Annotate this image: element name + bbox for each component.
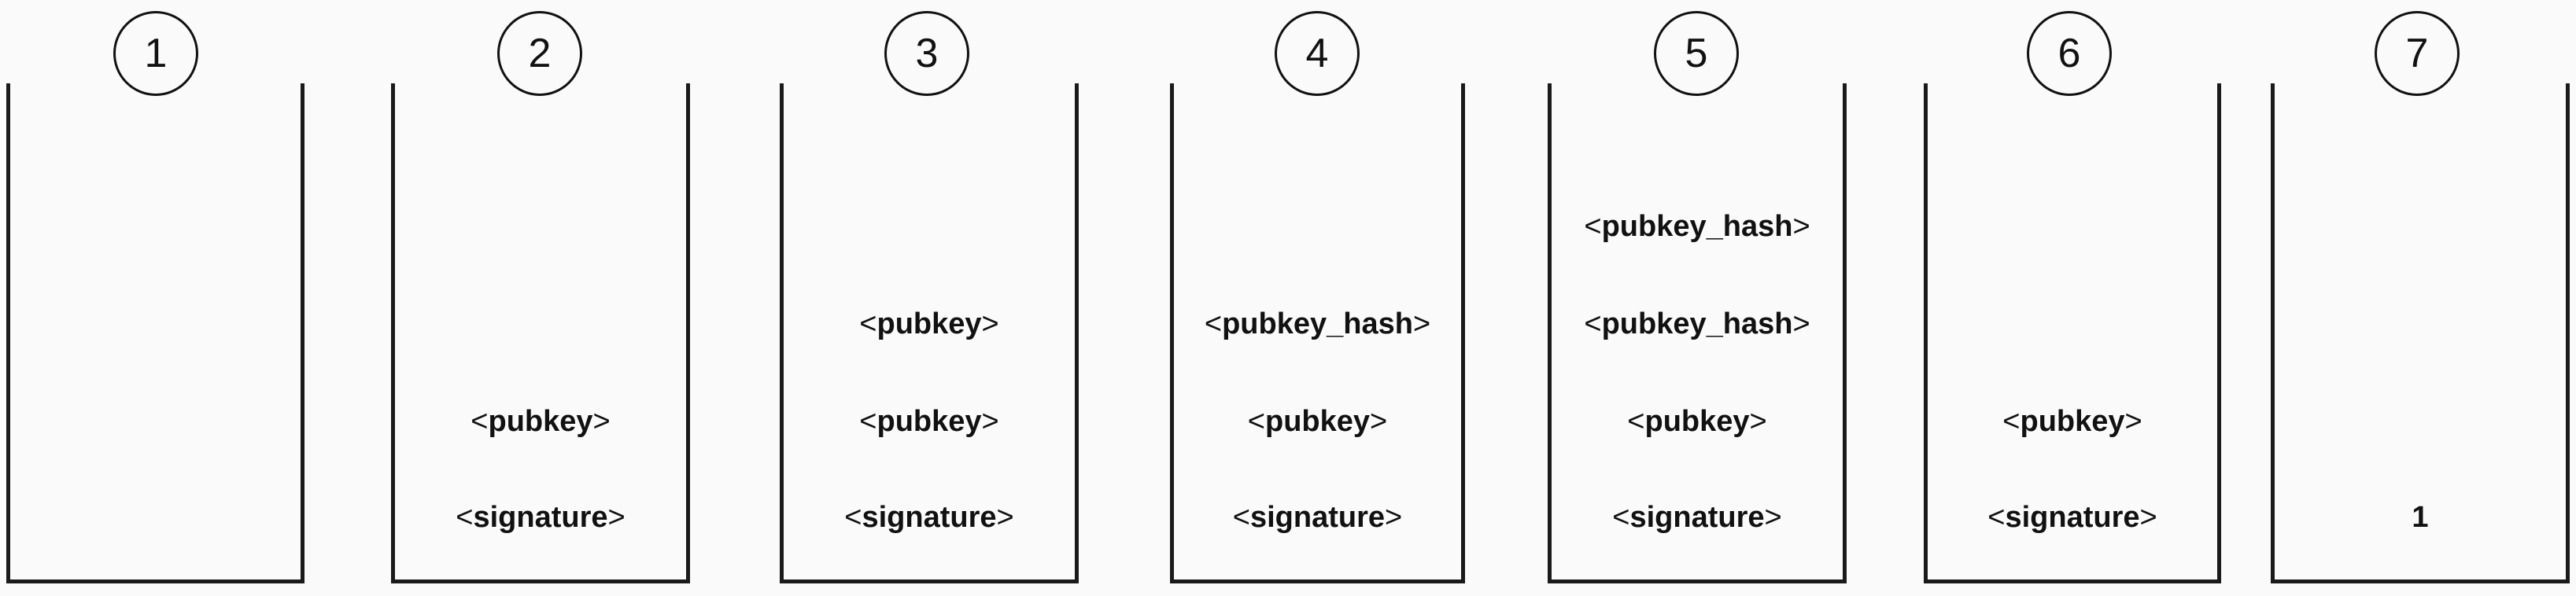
stack-item: <pubkey> [859,404,998,439]
close-bracket: > [1764,501,1782,534]
open-bracket: < [471,405,489,438]
open-bracket: < [1987,501,2006,534]
stack-item: 1 [2412,500,2428,535]
stack-item: <pubkey_hash> [1584,307,1810,341]
open-bracket: < [844,501,862,534]
close-bracket: > [1370,405,1388,438]
stack-container-7 [2271,83,2570,583]
open-bracket: < [1247,405,1265,438]
stack-item-label: pubkey [877,405,982,438]
stack-item: <pubkey> [2002,404,2142,439]
stack-item: <signature> [844,500,1013,535]
open-bracket: < [1584,210,1602,243]
stack-item-label: pubkey_hash [1601,307,1793,340]
stack-item: <pubkey> [471,404,610,439]
stack-item-label: pubkey [1264,405,1371,438]
stack-container-3 [780,83,1079,583]
stack-item-label: pubkey_hash [1601,210,1793,243]
stack-item-label: signature [2005,501,2140,534]
step-label-4: 4 [1275,11,1360,96]
stack-item-label: signature [1249,501,1386,534]
close-bracket: > [1385,501,1403,534]
open-bracket: < [1232,501,1250,534]
step-label-2: 2 [497,11,582,96]
close-bracket: > [996,501,1014,534]
open-bracket: < [2002,405,2021,438]
open-bracket: < [1612,501,1630,534]
stack-item: <pubkey_hash> [1584,209,1810,244]
step-label-7: 7 [2375,11,2460,96]
close-bracket: > [607,501,626,534]
stack-item-label: pubkey [488,405,593,438]
step-label-6: 6 [2027,11,2112,96]
stack-item-label: pubkey [877,307,982,340]
close-bracket: > [2124,405,2142,438]
close-bracket: > [981,405,999,438]
stack-container-5 [1548,83,1847,583]
stack-item: <signature> [456,500,625,535]
stack-item-label: pubkey [2020,405,2125,438]
stack-item-label: signature [1629,501,1765,534]
open-bracket: < [1627,405,1645,438]
stack-item: <pubkey_hash> [1205,307,1430,341]
stack-item-label: signature [862,501,997,534]
open-bracket: < [1584,307,1602,340]
close-bracket: > [2139,501,2157,534]
open-bracket: < [456,501,474,534]
stack-item: <signature> [1612,500,1781,535]
stack-container-4 [1170,83,1465,583]
close-bracket: > [1749,405,1767,438]
stack-item-label: pubkey [1644,405,1750,438]
stack-item: <pubkey> [1248,404,1387,439]
stack-container-6 [1924,83,2221,583]
stack-item: <pubkey> [1627,404,1766,439]
open-bracket: < [859,405,877,438]
stack-item-label: 1 [2412,501,2429,534]
close-bracket: > [981,307,999,340]
stack-item-label: signature [473,501,608,534]
open-bracket: < [1204,307,1223,340]
stack-item: <signature> [1233,500,1402,535]
close-bracket: > [592,405,611,438]
stack-item-label: pubkey_hash [1222,307,1413,340]
step-label-5: 5 [1654,11,1739,96]
close-bracket: > [1412,307,1431,340]
open-bracket: < [859,307,877,340]
stack-item: <signature> [1987,500,2157,535]
stack-container-2 [391,83,690,583]
stack-container-1 [6,83,304,583]
step-label-1: 1 [113,11,198,96]
step-label-3: 3 [884,11,969,96]
close-bracket: > [1792,210,1810,243]
close-bracket: > [1792,307,1810,340]
stack-item: <pubkey> [859,307,998,341]
